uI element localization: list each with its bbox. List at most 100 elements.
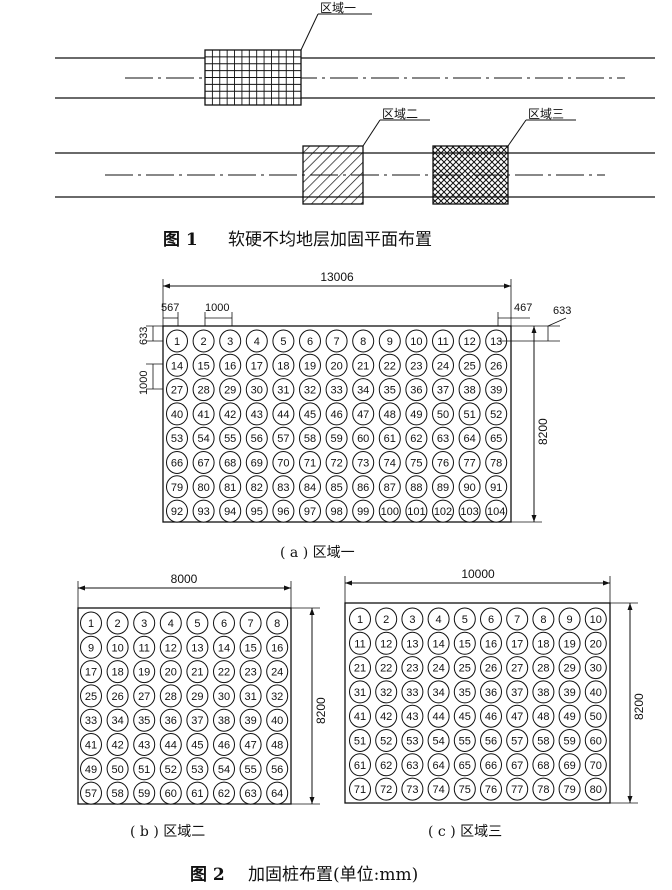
pile-number: 68 [224, 458, 236, 470]
pile-circle [480, 607, 502, 631]
pile-a-77: 77 [458, 451, 481, 474]
pile-circle [532, 704, 555, 728]
pile-circle [532, 680, 555, 704]
pile-circle [558, 680, 581, 704]
pile-number: 19 [304, 360, 316, 372]
pile-circle [266, 684, 289, 708]
panel-b-width-dim: 8000 [77, 572, 292, 608]
pile-number: 52 [490, 409, 502, 421]
pile-number: 69 [563, 760, 575, 772]
pile-c-5: 5 [453, 607, 476, 631]
pile-circle [352, 451, 375, 474]
pile-number: 29 [224, 385, 236, 397]
pile-number: 14 [432, 638, 444, 650]
pile-a-50: 50 [432, 402, 454, 426]
pile-number: 13 [406, 638, 418, 650]
pile-number: 33 [406, 687, 418, 699]
pile-number: 87 [384, 482, 396, 494]
pile-c-49: 49 [558, 704, 581, 728]
pile-number: 61 [191, 788, 203, 800]
pile-c-47: 47 [506, 704, 529, 728]
pile-circle [239, 733, 262, 756]
pile-c-34: 34 [427, 680, 450, 704]
pile-circle [239, 635, 262, 659]
pile-circle [266, 733, 289, 756]
pile-number: 22 [380, 663, 392, 675]
pile-a-67: 67 [192, 451, 215, 474]
pile-a-4: 4 [245, 329, 268, 353]
pile-c-68: 68 [532, 753, 555, 777]
pile-circle [432, 475, 454, 499]
pile-circle [266, 757, 289, 781]
pile-number: 50 [111, 764, 123, 776]
pile-c-30: 30 [584, 656, 607, 680]
pile-circle [375, 777, 398, 801]
pile-number: 41 [197, 409, 209, 421]
pile-c-54: 54 [427, 729, 450, 752]
pile-number: 59 [330, 433, 342, 445]
pile-circle [378, 378, 401, 402]
pile-a-22: 22 [378, 353, 401, 377]
pile-circle [352, 353, 375, 377]
pile-circle [299, 353, 321, 377]
pile-circle [584, 631, 607, 655]
pile-a-46: 46 [325, 402, 348, 426]
pile-circle [453, 656, 476, 680]
pile-circle [166, 329, 188, 353]
pile-a-36: 36 [405, 378, 428, 402]
pile-circle [219, 353, 242, 377]
pile-b-26: 26 [106, 684, 129, 708]
panel-a-left-dim: 567 [161, 302, 179, 326]
pile-circle [375, 607, 398, 631]
pile-b-10: 10 [106, 635, 129, 659]
pile-number: 42 [380, 711, 392, 723]
pile-circle [432, 329, 454, 353]
pile-a-55: 55 [219, 426, 242, 450]
pile-number: 8 [540, 614, 546, 626]
pile-circle [378, 499, 401, 523]
pile-a-59: 59 [325, 426, 348, 450]
pile-number: 64 [432, 760, 444, 772]
pile-number: 57 [511, 736, 523, 748]
pile-a-8: 8 [352, 329, 375, 353]
pile-c-60: 60 [584, 729, 607, 752]
pile-circle [239, 611, 262, 635]
pile-circle [219, 329, 242, 353]
pile-number: 53 [171, 433, 183, 445]
pile-number: 81 [224, 482, 236, 494]
pile-number: 71 [354, 784, 366, 796]
pile-circle [272, 426, 295, 450]
pile-number: 39 [563, 687, 575, 699]
pile-number: 11 [354, 638, 365, 650]
pile-circle [272, 402, 295, 426]
pile-number: 99 [357, 506, 369, 518]
pile-number: 74 [384, 458, 396, 470]
pile-a-12: 12 [458, 329, 481, 353]
pile-number: 102 [434, 506, 452, 518]
pile-circle [325, 353, 348, 377]
pile-b-53: 53 [186, 757, 209, 781]
pile-number: 67 [197, 458, 209, 470]
pile-number: 13 [191, 642, 203, 654]
pile-circle [299, 329, 321, 353]
pile-b-33: 33 [80, 708, 102, 732]
pile-circle [485, 499, 508, 523]
pile-c-4: 4 [427, 607, 450, 631]
pile-c-3: 3 [401, 607, 424, 631]
pile-number: 97 [304, 506, 316, 518]
pile-b-17: 17 [80, 660, 102, 684]
pile-a-81: 81 [219, 475, 242, 499]
panel-a-right-label: 467 [514, 302, 532, 314]
pile-number: 44 [432, 711, 444, 723]
pile-circle [401, 777, 424, 801]
pile-number: 29 [563, 663, 575, 675]
pile-c-80: 80 [584, 777, 607, 801]
pile-number: 61 [354, 760, 366, 772]
pile-circle [272, 499, 295, 523]
pile-c-29: 29 [558, 656, 581, 680]
pile-number: 70 [277, 458, 289, 470]
pile-b-11: 11 [133, 635, 156, 659]
pile-circle [352, 329, 375, 353]
panel-c-width-dim: 10000 [344, 567, 611, 603]
pile-circle [245, 451, 268, 474]
